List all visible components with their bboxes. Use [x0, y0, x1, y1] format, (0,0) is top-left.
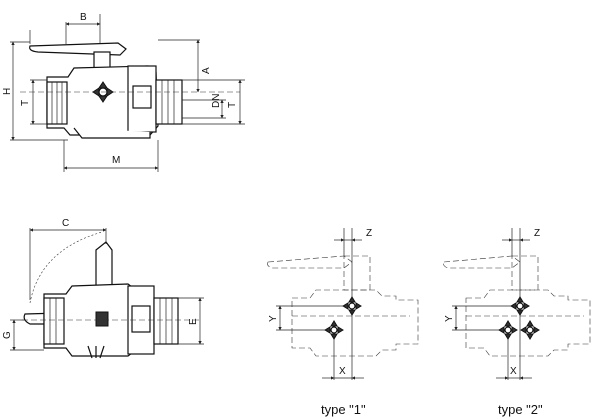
dimension-b: B [65, 12, 101, 26]
dimension-m-label: M [112, 155, 120, 166]
type-1-view: Z Y X type "1" [267, 228, 419, 417]
front-view: C G E [2, 218, 204, 359]
type-2-dimension-y-label: Y [444, 315, 455, 322]
dimension-e: E [188, 297, 202, 345]
type-2-caption: type "2" [498, 402, 543, 417]
front-stem-cap [95, 311, 109, 327]
dimension-g-label: G [2, 331, 13, 339]
type-2-dimension-x-label: X [510, 366, 517, 377]
side-elevation-view: B H T A DN T M [2, 12, 245, 172]
dimension-m: M [63, 155, 159, 170]
dimension-h-label: H [2, 88, 13, 95]
dimension-t-right: T [227, 79, 242, 125]
type-1-dimension-y: Y [268, 305, 282, 331]
front-left-threaded-end [43, 297, 65, 345]
handle-lever [29, 42, 127, 56]
type-1-dimension-x: X [322, 366, 364, 380]
type-2-dimension-z: Z [502, 228, 540, 242]
dimension-h: H [2, 41, 15, 141]
dimension-t-left: T [20, 79, 35, 125]
dimension-t-left-label: T [20, 100, 31, 106]
dimension-dn-label: DN [211, 94, 222, 108]
type-2-body [465, 289, 591, 357]
type-1-body [291, 289, 419, 357]
dimension-e-label: E [188, 318, 199, 325]
valve-stem [93, 51, 111, 69]
dimension-c-label: C [62, 218, 69, 229]
type-1-caption: type "1" [321, 402, 366, 417]
dimension-c: C [29, 218, 107, 232]
type-1-dimension-y-label: Y [268, 315, 279, 322]
type-1-dimension-z-label: Z [366, 228, 372, 239]
type-1-dimension-z: Z [334, 228, 372, 242]
dimension-b-label: B [80, 12, 87, 23]
type-2-dimension-y: Y [444, 305, 458, 331]
type-2-handle [443, 255, 521, 269]
type-2-view: Z Y X type "2" [443, 228, 591, 417]
left-threaded-end [46, 81, 68, 125]
type-2-insert-bottom-right [520, 320, 540, 340]
dimension-g: G [2, 319, 16, 351]
type-2-dimension-x: X [496, 366, 532, 380]
handle-open-position [95, 241, 113, 291]
type-2-dimension-z-label: Z [534, 228, 540, 239]
bottom-bracket [73, 127, 151, 139]
dimension-a-label: A [201, 67, 212, 74]
right-union-nut [127, 65, 183, 133]
dimension-t-right-label: T [227, 102, 238, 108]
dimension-dn: DN [182, 94, 226, 119]
type-1-handle [267, 255, 353, 269]
front-mounting-ribs [87, 345, 105, 359]
type-1-dimension-x-label: X [339, 366, 346, 377]
dimension-a: A [196, 39, 212, 93]
handle-swing-arc [29, 231, 103, 304]
